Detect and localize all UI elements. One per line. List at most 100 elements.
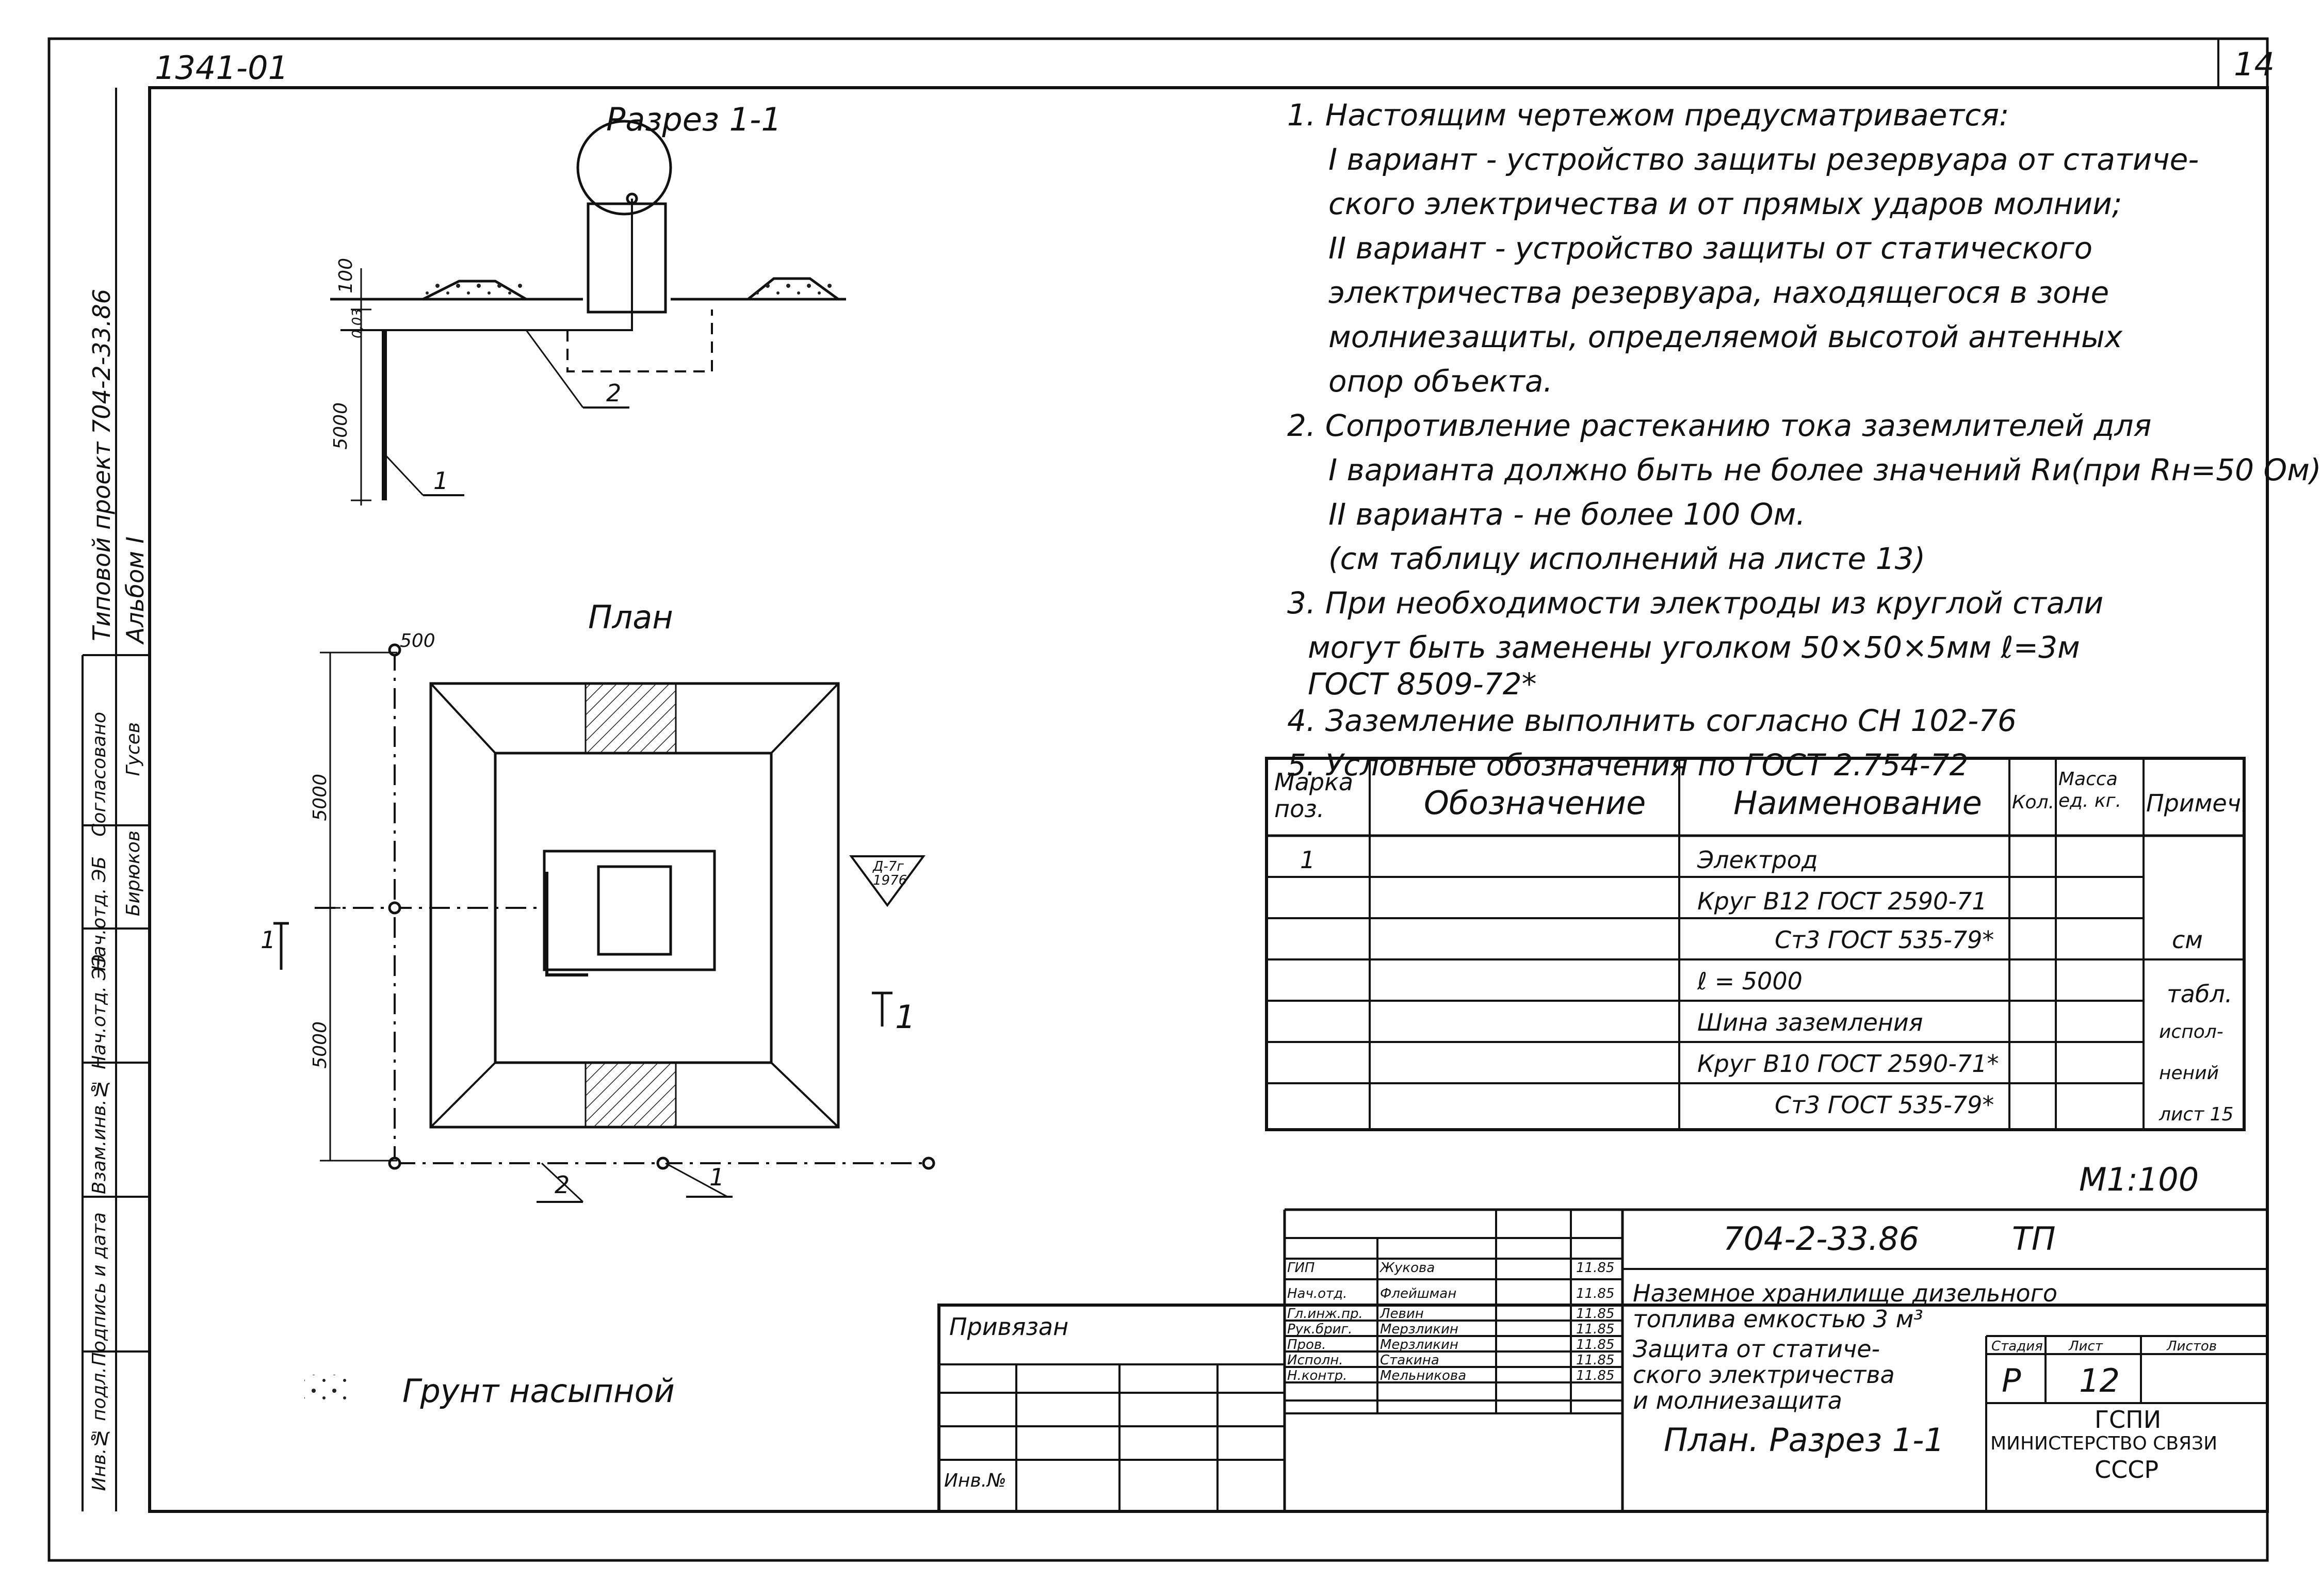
role-name: Левин (1380, 1306, 1424, 1322)
project-code: 1341-01 (155, 49, 289, 87)
role-label: Н.контр. (1287, 1368, 1348, 1383)
dim-100: 100 (335, 258, 356, 294)
note-line: 4. Заземление выполнить согласно СН 102-… (1287, 703, 2017, 738)
marker-line1: Д-7г (873, 859, 904, 874)
sheet-label: Лист (2069, 1339, 2103, 1354)
spec-header-designation: Обозначение (1424, 784, 1646, 822)
note-line: (см таблицу исполнений на листе 13) (1328, 541, 1926, 576)
dim-500: 500 (400, 630, 435, 652)
sheets-label: Листов (2167, 1339, 2217, 1354)
object-name-2: топлива емкостью 3 м³ (1633, 1305, 1923, 1333)
spec-row-note: см (2172, 926, 2203, 954)
legend-label: Грунт насыпной (402, 1372, 675, 1410)
note-line: II вариант - устройство защиты от статич… (1328, 231, 2093, 266)
role-date: 11.85 (1576, 1322, 1615, 1337)
role-label: Исполн. (1287, 1353, 1343, 1368)
callout-2-section: 2 (606, 379, 622, 407)
spec-header-note: Примеч. (2146, 789, 2249, 817)
sheet-value: 12 (2079, 1362, 2120, 1399)
note-line: молниезащиты, определяемой высотой антен… (1328, 319, 2123, 354)
side-cell-7: Гусев (123, 722, 144, 776)
note-line: I вариант - устройство защиты резервуара… (1328, 142, 2199, 177)
note-line: 5. Условные обозначения по ГОСТ 2.754-72 (1287, 747, 1969, 783)
role-date: 11.85 (1576, 1260, 1615, 1276)
spec-row-name: Круг В12 ГОСТ 2590-71 (1697, 887, 1987, 915)
stage-label: Стадия (1991, 1339, 2043, 1354)
sheet-name: План. Разрез 1-1 (1664, 1421, 1944, 1459)
spec-row-name: Круг В10 ГОСТ 2590-71* (1697, 1050, 1999, 1078)
marker-line2: 1976 (873, 873, 907, 888)
role-date: 11.85 (1576, 1306, 1615, 1322)
spec-row-name: Ст3 ГОСТ 535-79* (1775, 1091, 1994, 1119)
drawing-name-1: Защита от статиче- (1633, 1335, 1880, 1363)
spec-row-name: Электрод (1697, 846, 1818, 874)
role-date: 11.85 (1576, 1286, 1615, 1301)
spec-row-name: Шина заземления (1697, 1008, 1923, 1036)
role-name: Мельникова (1380, 1368, 1467, 1383)
cut-label-left: 1 (261, 926, 276, 954)
spec-row-name: Ст3 ГОСТ 535-79* (1775, 926, 1994, 954)
side-cell-6: Бирюков (123, 830, 144, 917)
title-block-grid (937, 1208, 2269, 1513)
role-label: Нач.отд. (1287, 1286, 1348, 1301)
spec-row-name: ℓ = 5000 (1697, 967, 1803, 995)
callout-2-plan: 2 (555, 1171, 570, 1199)
note-line: опор объекта. (1328, 364, 1553, 399)
role-date: 11.85 (1576, 1368, 1615, 1383)
callout-1-section: 1 (433, 467, 449, 495)
dim-003: 0,03 (350, 308, 365, 338)
role-label: Пров. (1287, 1337, 1326, 1353)
inv-no-label: Инв.№ (944, 1470, 1007, 1491)
drawing-name-3: и молниезащита (1633, 1387, 1842, 1414)
side-stamp-grid (82, 88, 150, 1511)
side-cell-4: Подпись и дата (89, 1212, 110, 1366)
role-label: ГИП (1287, 1260, 1315, 1276)
role-name: Мерзликин (1380, 1337, 1458, 1353)
spec-table-grid (1265, 757, 2246, 1131)
doc-type: ТП (2012, 1220, 2056, 1258)
side-cell-3: Взам.инв.№ (89, 1078, 110, 1195)
page-number: 14 (2234, 45, 2275, 83)
role-date: 11.85 (1576, 1337, 1615, 1353)
org-line3: СССР (2095, 1456, 2159, 1484)
scale-label: М1:100 (2079, 1161, 2199, 1198)
note-line: 1. Настоящим чертежом предусматривается: (1287, 97, 2009, 133)
section-view (330, 120, 846, 506)
stage-value: Р (2002, 1362, 2021, 1399)
side-cell-2: Нач.отд. ЭЭ (89, 954, 110, 1069)
note-line: могут быть заменены уголком 50×50×5мм ℓ=… (1308, 630, 2080, 665)
role-label: Рук.бриг. (1287, 1322, 1353, 1337)
note-line: II варианта - не более 100 Ом. (1328, 497, 1806, 532)
general-notes: 1. Настоящим чертежом предусматривается:… (1287, 93, 2321, 787)
role-name: Жукова (1380, 1260, 1435, 1276)
side-cell-0: Согласовано (89, 712, 110, 837)
role-date: 11.85 (1576, 1353, 1615, 1368)
object-name-1: Наземное хранилище дизельного (1633, 1279, 2058, 1307)
spec-header-mass: Масса ед. кг. (2058, 769, 2122, 811)
note-line: электричества резервуара, находящегося в… (1328, 275, 2109, 310)
note-line: ГОСТ 8509-72* (1308, 666, 1537, 702)
spec-header-pos: Марка поз. (1274, 768, 1354, 823)
cut-label-right: 1 (895, 998, 916, 1036)
plan-title: План (588, 598, 673, 636)
org-line1: ГСПИ (2095, 1406, 2162, 1434)
legend-fill-sample (304, 1375, 351, 1406)
spec-row-pos: 1 (1300, 846, 1316, 874)
side-cell-5: Инв.№ подл. (89, 1367, 110, 1491)
drawing-name-2: ского электричества (1633, 1361, 1895, 1389)
spec-row-note: испол- (2159, 1021, 2223, 1043)
side-album-line1: Типовой проект 704-2-33.86 (88, 289, 116, 641)
privyazan-label: Привязан (949, 1313, 1069, 1341)
note-line: ского электричества и от прямых ударов м… (1328, 186, 2122, 221)
dim-5000-lower: 5000 (310, 1021, 331, 1069)
role-name: Флейшман (1380, 1286, 1457, 1301)
role-label: Гл.инж.пр. (1287, 1306, 1363, 1322)
role-name: Стакина (1380, 1353, 1439, 1368)
callout-1-plan: 1 (709, 1163, 725, 1191)
spec-row-note: лист 15 (2159, 1104, 2234, 1125)
note-line: 3. При необходимости электроды из кругло… (1287, 585, 2104, 621)
plan-view (273, 643, 935, 1203)
note-line: 2. Сопротивление растеканию тока заземли… (1287, 408, 2152, 443)
spec-header-qty: Кол. (2012, 792, 2055, 813)
